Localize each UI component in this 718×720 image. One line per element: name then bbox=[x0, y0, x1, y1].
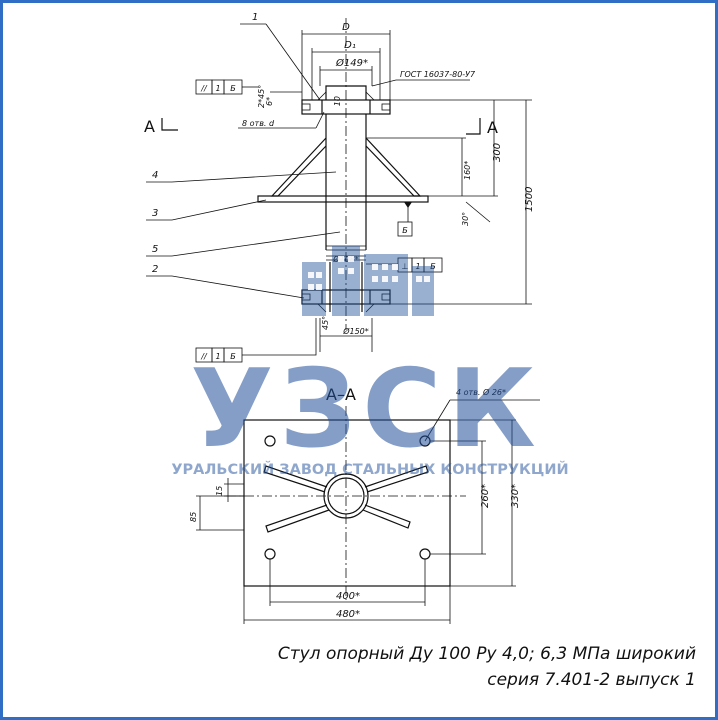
svg-text:Б: Б bbox=[402, 226, 408, 235]
standard-note: ГОСТ 16037-80-У7 bbox=[400, 70, 476, 79]
dim-pipe-label: Ø108* bbox=[332, 254, 359, 264]
dim-top-pipe-label: Ø149* bbox=[335, 57, 368, 69]
dim-160-label: 160* bbox=[463, 161, 472, 180]
dim-d1-label: D₁ bbox=[344, 40, 356, 51]
svg-text:Б: Б bbox=[230, 84, 236, 93]
dim-45-label: 45° bbox=[321, 316, 330, 330]
watermark-title: УЗСК bbox=[190, 347, 542, 472]
dim-15-label: 15 bbox=[215, 486, 224, 496]
svg-text:2: 2 bbox=[152, 264, 158, 275]
tolerance-frame-top: // 1 Б bbox=[195, 79, 258, 95]
svg-text:1: 1 bbox=[252, 12, 258, 23]
watermark-subtitle: УРАЛЬСКИЙ ЗАВОД СТАЛЬНЫХ КОНСТРУКЦИЙ bbox=[171, 461, 568, 478]
svg-text:1: 1 bbox=[415, 262, 420, 271]
section-mark-left: А bbox=[144, 117, 155, 136]
dim-85-label: 85 bbox=[189, 512, 198, 522]
dim-480-label: 480* bbox=[336, 609, 360, 620]
watermark: УЗСК УРАЛЬСКИЙ ЗАВОД СТАЛЬНЫХ КОНСТРУКЦИ… bbox=[171, 246, 569, 478]
svg-text:5: 5 bbox=[152, 244, 158, 255]
support-plate bbox=[257, 195, 429, 203]
dim-400-label: 400* bbox=[336, 591, 360, 602]
caption-line-1: Стул опорный Ду 100 Ру 4,0; 6,3 МПа широ… bbox=[277, 644, 696, 664]
callouts: 1 4 3 5 2 bbox=[146, 12, 341, 299]
svg-text:3: 3 bbox=[152, 208, 158, 219]
dim-245-label: 2*45° bbox=[257, 85, 266, 108]
tolerance-frame-bottom: // 1 Б bbox=[195, 318, 317, 363]
section-a-a-view: А–А 4 отв. Ø 26* 15 85 bbox=[189, 385, 540, 624]
svg-text://: // bbox=[200, 352, 208, 361]
dim-330-label: 330* bbox=[510, 484, 521, 508]
dim-6-label: 6* bbox=[265, 97, 274, 106]
dim-1500-label: 1500 bbox=[524, 187, 535, 212]
caption-line-2: серия 7.401-2 выпуск 1 bbox=[487, 670, 696, 690]
svg-text:Б: Б bbox=[230, 352, 236, 361]
svg-text:Б: Б bbox=[430, 262, 436, 271]
elevation-view: D D₁ Ø149* ГОСТ 16037-80-У7 10 2*45° 6* … bbox=[144, 12, 535, 363]
dim-bottom-label: Ø150* bbox=[342, 326, 369, 336]
dim-300-label: 300 bbox=[492, 143, 503, 162]
plate-holes-note: 4 отв. Ø 26* bbox=[456, 387, 506, 397]
dim-30-label: 30° bbox=[461, 212, 470, 226]
section-mark-right: А bbox=[487, 118, 498, 137]
datum-b-box bbox=[397, 221, 413, 237]
svg-text:4: 4 bbox=[152, 170, 158, 181]
svg-text:⊥: ⊥ bbox=[402, 262, 409, 271]
building-logo bbox=[302, 246, 434, 316]
svg-text:1: 1 bbox=[215, 84, 220, 93]
dim-260-label: 260* bbox=[480, 484, 491, 508]
svg-text:1: 1 bbox=[215, 352, 220, 361]
plate-outline bbox=[243, 419, 451, 587]
dim-10-label: 10 bbox=[333, 96, 342, 106]
dim-d-label: D bbox=[342, 22, 350, 33]
holes-note: 8 отв. d bbox=[242, 119, 275, 128]
svg-text://: // bbox=[200, 84, 208, 93]
section-title: А–А bbox=[326, 385, 356, 404]
